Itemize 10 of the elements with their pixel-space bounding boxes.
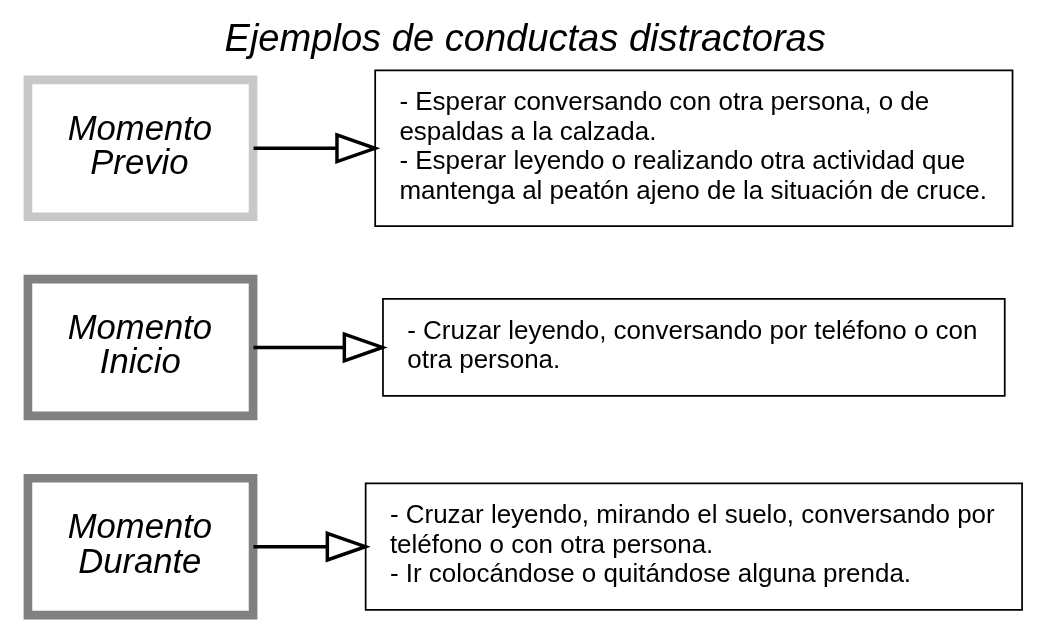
node-box: Momento Inicio <box>23 274 257 421</box>
arrow <box>253 331 388 364</box>
node-box: - Cruzar leyendo, mirando el suelo, conversando por teléfono o con otra persona. - Ir colocándose o quitándose alguna prenda. <box>364 482 1023 611</box>
node-box: - Esperar conversando con otra persona, o de espaldas a la calzada. - Esperar leyendo o realizando otra actividad que mantenga al peatón ajeno de la situación de cruce. <box>373 69 1013 228</box>
arrow <box>253 132 380 165</box>
node-box: Momento Durante <box>23 473 257 620</box>
node-box: - Cruzar leyendo, conversando por teléfono o con otra persona. <box>381 298 1006 397</box>
diagram-title: Ejemplos de conductas distractoras <box>224 16 826 59</box>
arrow <box>253 530 371 563</box>
node-box: Momento Previo <box>23 75 257 222</box>
